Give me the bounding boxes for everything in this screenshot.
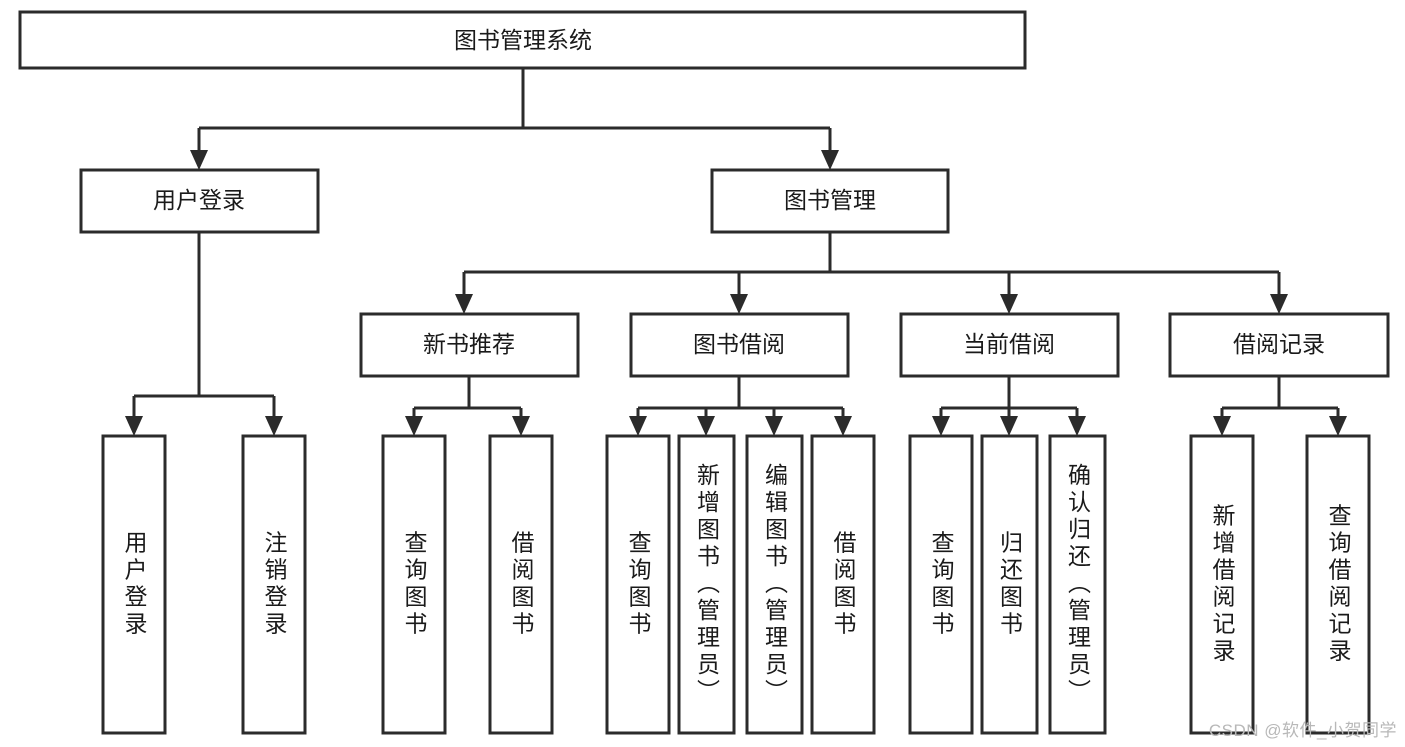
- node-leaf-query-book-3[interactable]: 查询图书: [908, 434, 974, 735]
- node-leaf-add-book[interactable]: 新增图书（管理员）: [677, 434, 736, 735]
- arrow-head-leaf-confirm-return: [1068, 416, 1086, 436]
- node-new-book-recommend-label: 新书推荐: [423, 331, 515, 357]
- node-leaf-user-login-box[interactable]: [101, 434, 167, 735]
- node-leaf-borrow-book-2-box[interactable]: [810, 434, 876, 735]
- node-leaf-add-record-box[interactable]: [1189, 434, 1255, 735]
- node-leaf-query-book-1-label: 查询图书: [401, 531, 428, 639]
- node-leaf-borrow-book-2-label: 借阅图书: [830, 531, 857, 639]
- arrow-head-leaf-return-book: [1000, 416, 1018, 436]
- node-leaf-add-record[interactable]: 新增借阅记录: [1189, 434, 1255, 735]
- node-book-borrow[interactable]: 图书借阅: [629, 312, 850, 378]
- node-leaf-query-book-2-label: 查询图书: [625, 531, 652, 639]
- node-leaf-edit-book-box[interactable]: [745, 434, 804, 735]
- node-leaf-confirm-return-label: 确认归还（管理员）: [1065, 463, 1092, 706]
- arrow-head-leaf-query-record: [1329, 416, 1347, 436]
- node-leaf-query-book-1[interactable]: 查询图书: [381, 434, 447, 735]
- node-leaf-query-book-2[interactable]: 查询图书: [605, 434, 671, 735]
- arrow-head-book-manage: [821, 150, 839, 170]
- arrow-head-leaf-user-login: [125, 416, 143, 436]
- arrow-head-current-borrow: [1000, 294, 1018, 314]
- arrow-head-leaf-edit-book: [765, 416, 783, 436]
- node-new-book-recommend[interactable]: 新书推荐: [359, 312, 580, 378]
- arrow-head-leaf-query-book-1: [405, 416, 423, 436]
- node-current-borrow-box[interactable]: [899, 312, 1120, 378]
- node-borrow-record-label: 借阅记录: [1233, 331, 1325, 357]
- node-root[interactable]: 图书管理系统: [18, 10, 1027, 70]
- arrow-head-leaf-borrow-book-2: [834, 416, 852, 436]
- node-user-login[interactable]: 用户登录: [79, 168, 320, 234]
- node-leaf-borrow-book-2[interactable]: 借阅图书: [810, 434, 876, 735]
- connector-layer: [125, 68, 1347, 436]
- node-user-login-label: 用户登录: [153, 187, 245, 213]
- node-leaf-query-record[interactable]: 查询借阅记录: [1305, 434, 1371, 735]
- node-borrow-record[interactable]: 借阅记录: [1168, 312, 1390, 378]
- node-new-book-recommend-box[interactable]: [359, 312, 580, 378]
- arrow-head-leaf-user-logout: [265, 416, 283, 436]
- node-leaf-user-logout-box[interactable]: [241, 434, 307, 735]
- arrow-head-leaf-borrow-book-1: [512, 416, 530, 436]
- node-leaf-user-login[interactable]: 用户登录: [101, 434, 167, 735]
- node-leaf-confirm-return-box[interactable]: [1048, 434, 1107, 735]
- node-book-borrow-box[interactable]: [629, 312, 850, 378]
- node-leaf-query-book-3-box[interactable]: [908, 434, 974, 735]
- node-leaf-return-book-box[interactable]: [980, 434, 1039, 735]
- node-book-manage-box[interactable]: [710, 168, 950, 234]
- node-leaf-borrow-book-1-label: 借阅图书: [508, 531, 535, 639]
- arrow-head-leaf-add-record: [1213, 416, 1231, 436]
- arrow-head-book-borrow: [730, 294, 748, 314]
- node-leaf-return-book-label: 归还图书: [997, 531, 1024, 639]
- node-leaf-add-book-label: 新增图书（管理员）: [694, 463, 721, 706]
- node-leaf-user-logout-label: 注销登录: [261, 531, 288, 639]
- node-leaf-query-record-box[interactable]: [1305, 434, 1371, 735]
- node-leaf-user-logout[interactable]: 注销登录: [241, 434, 307, 735]
- node-root-label: 图书管理系统: [454, 27, 592, 53]
- node-leaf-edit-book-label: 编辑图书（管理员）: [762, 463, 789, 706]
- arrow-head-leaf-query-book-3: [932, 416, 950, 436]
- node-borrow-record-box[interactable]: [1168, 312, 1390, 378]
- node-leaf-query-book-3-label: 查询图书: [928, 531, 955, 639]
- node-leaf-query-record-label: 查询借阅记录: [1325, 504, 1352, 666]
- node-book-manage[interactable]: 图书管理: [710, 168, 950, 234]
- node-leaf-add-book-box[interactable]: [677, 434, 736, 735]
- node-root-box[interactable]: [18, 10, 1027, 70]
- node-leaf-user-login-label: 用户登录: [121, 531, 148, 639]
- node-leaf-query-book-2-box[interactable]: [605, 434, 671, 735]
- arrow-head-leaf-add-book: [697, 416, 715, 436]
- node-book-manage-label: 图书管理: [784, 187, 876, 213]
- node-user-login-box[interactable]: [79, 168, 320, 234]
- arrow-head-new-book-recommend: [455, 294, 473, 314]
- node-leaf-add-record-label: 新增借阅记录: [1209, 504, 1236, 666]
- arrow-head-borrow-record: [1270, 294, 1288, 314]
- node-leaf-confirm-return[interactable]: 确认归还（管理员）: [1048, 434, 1107, 735]
- node-leaf-borrow-book-1[interactable]: 借阅图书: [488, 434, 554, 735]
- arrow-head-leaf-query-book-2: [629, 416, 647, 436]
- node-leaf-edit-book[interactable]: 编辑图书（管理员）: [745, 434, 804, 735]
- node-leaf-query-book-1-box[interactable]: [381, 434, 447, 735]
- node-book-borrow-label: 图书借阅: [693, 331, 785, 357]
- arrow-head-user-login: [190, 150, 208, 170]
- node-current-borrow-label: 当前借阅: [963, 331, 1055, 357]
- node-current-borrow[interactable]: 当前借阅: [899, 312, 1120, 378]
- node-leaf-return-book[interactable]: 归还图书: [980, 434, 1039, 735]
- node-leaf-borrow-book-1-box[interactable]: [488, 434, 554, 735]
